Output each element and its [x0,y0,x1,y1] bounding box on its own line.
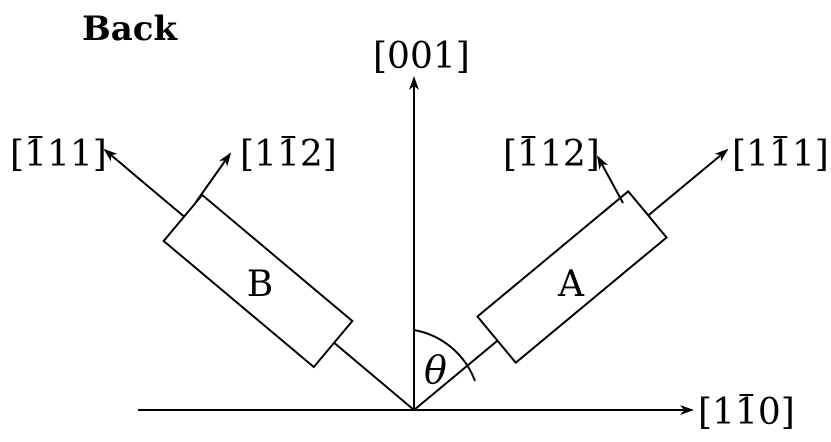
sample-b-long-axis-label: [111] [10,134,107,175]
axis-1-10-label: [110] [698,392,795,433]
theta-label: θ [424,348,447,392]
diagram-title: Back [82,9,178,49]
theta-arc [413,329,476,382]
sample-a-long-axis-label: [111] [732,134,829,175]
sample-b-side-arrow [195,152,232,203]
sample-a-side-label: [112] [503,134,600,175]
sample-b-letter: B [247,264,273,305]
axis-001-label: [001] [373,36,470,77]
sample-b-side-label: [112] [240,134,337,175]
sample-a-box [476,189,668,365]
sample-b-box [162,193,354,369]
sample-a-side-arrow [597,155,624,204]
sample-a-letter: A [557,264,585,305]
